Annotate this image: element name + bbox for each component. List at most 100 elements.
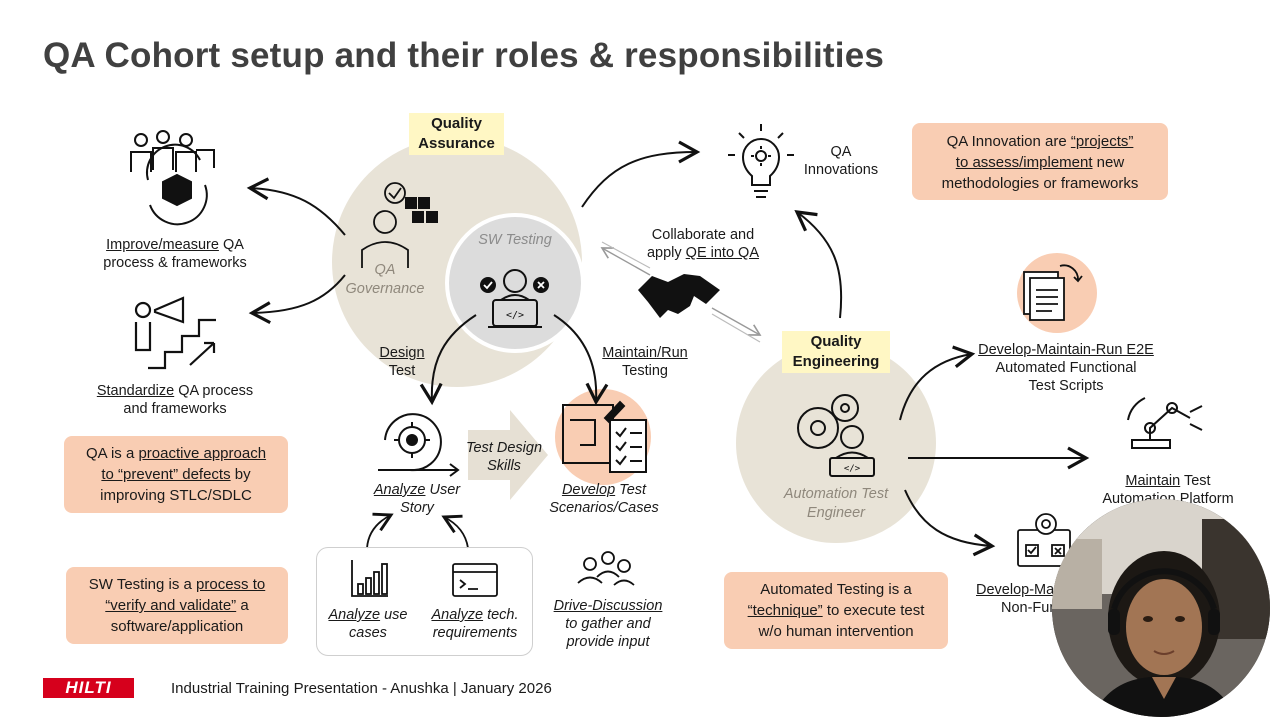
use-cases-line2: cases xyxy=(349,625,387,641)
test-design-skills-arrow xyxy=(468,410,548,500)
box2-underline2: “verify and validate” xyxy=(105,597,237,614)
qe-box-c: w/o human intervention xyxy=(758,623,914,640)
robot-arm-icon xyxy=(1127,397,1203,449)
skills-line1: Test Design xyxy=(465,440,543,456)
webcam-presenter xyxy=(1052,499,1270,717)
box1-text-a: QA is a xyxy=(85,445,139,462)
standardize-label: Standardize QA process and frameworks xyxy=(85,382,265,418)
analyze-story-rest: User xyxy=(425,482,461,498)
qa-governance-line1: QA xyxy=(374,262,396,278)
qe-header-line1: Quality xyxy=(810,333,862,350)
arrow-to-e2e xyxy=(899,345,976,421)
collab-arrow-lower xyxy=(711,307,762,336)
engineer-line2: Engineer xyxy=(806,505,866,521)
qa-header-line2: Assurance xyxy=(418,135,495,152)
drive-line2: to gather and xyxy=(565,616,651,632)
design-test-label: Design Test xyxy=(368,344,436,380)
analysis-inputs-container xyxy=(316,547,533,656)
bar-chart-icon xyxy=(351,560,388,597)
nonfunc-line2: Non-Fun xyxy=(1001,600,1058,616)
e2e-underlined: Develop-Maintain-Run E2E xyxy=(978,342,1154,358)
arrow-qe-to-innovation xyxy=(794,210,843,319)
qa-innovation-box: QA Innovation are “projects” to assess/i… xyxy=(912,123,1168,200)
platform-rest: Test xyxy=(1180,473,1211,489)
arrow-maintain-run xyxy=(553,314,609,406)
collab-arrow-upper xyxy=(600,247,651,276)
discussion-group-icon xyxy=(577,551,635,586)
innovations-line2: Innovations xyxy=(803,162,879,178)
box1-underline2: to “prevent” defects xyxy=(101,466,231,483)
arrow-from-tech xyxy=(441,514,469,549)
documents-icon xyxy=(1023,264,1083,321)
hilti-logo: HILTI xyxy=(43,678,134,698)
improve-measure-label: Improve/measure QA process & frameworks xyxy=(90,236,260,272)
analyze-story-line2: Story xyxy=(400,500,434,516)
skills-line2: Skills xyxy=(487,458,521,474)
design-line2: Test xyxy=(388,363,416,379)
qe-box-underlined: “technique” xyxy=(747,602,823,619)
box2-text-b: a xyxy=(236,597,249,614)
automation-engineer-label: Automation Test Engineer xyxy=(772,485,900,523)
arrow-from-use-cases xyxy=(366,512,394,549)
qa-header: Quality Assurance xyxy=(409,113,504,155)
analyze-user-story-label: Analyze User Story xyxy=(358,481,476,517)
blueprint-checklist-icon xyxy=(562,400,647,473)
webcam-overlay xyxy=(1052,499,1270,717)
develop-rest: Test xyxy=(615,482,647,498)
e2e-scripts-label: Develop-Maintain-Run E2E Automated Funct… xyxy=(970,341,1162,395)
qa-proactive-box: QA is a proactive approach to “prevent” … xyxy=(64,436,288,513)
tech-rest: tech. xyxy=(483,607,519,623)
use-cases-underlined: Analyze xyxy=(328,607,381,623)
gear-cycle-icon xyxy=(378,413,460,477)
nonfunc-underlined: Develop-Ma xyxy=(976,582,1055,598)
use-cases-rest: use xyxy=(380,607,408,623)
team-cycle-icon xyxy=(130,130,215,226)
non-functional-label: Develop-Ma Non-Fun xyxy=(976,581,1072,617)
test-design-skills-label: Test Design Skills xyxy=(460,439,548,475)
collaborate-label: Collaborate and apply QE into QA xyxy=(628,226,778,262)
drive-discussion-label: Drive-Discussion to gather and provide i… xyxy=(540,597,676,651)
maintain-line2: Testing xyxy=(622,363,668,379)
improve-line2: process & frameworks xyxy=(103,255,247,271)
analyze-tech-req-label: Analyze tech. requirements xyxy=(424,606,526,642)
qa-governance-label: QA Governance xyxy=(335,261,435,299)
box1-text-c: improving STLC/SDLC xyxy=(100,487,252,504)
automation-engineer-icon xyxy=(797,394,875,477)
analyze-story-underlined: Analyze xyxy=(373,482,426,498)
innovation-box-a: QA Innovation are xyxy=(946,133,1071,150)
maintain-underlined: Maintain/Run xyxy=(602,345,688,361)
arrow-to-improve xyxy=(246,177,346,236)
innovation-box-c: methodologies or frameworks xyxy=(941,175,1139,192)
stairs-megaphone-icon xyxy=(134,296,216,370)
qa-header-line1: Quality xyxy=(431,115,482,132)
collab-line2-a: apply xyxy=(646,245,686,261)
e2e-line3: Test Scripts xyxy=(1028,378,1104,394)
tech-line2: requirements xyxy=(432,625,518,641)
sw-tester-icon xyxy=(480,269,549,328)
e2e-line2: Automated Functional xyxy=(995,360,1137,376)
innovation-box-b: new xyxy=(1092,154,1125,171)
slide-title: QA Cohort setup and their roles & respon… xyxy=(43,36,885,75)
design-underlined: Design xyxy=(379,345,425,361)
develop-line2: Scenarios/Cases xyxy=(549,500,659,516)
arrow-design-test xyxy=(419,314,477,406)
box1-underline1: proactive approach xyxy=(138,445,267,462)
innovation-box-underline2: to assess/implement xyxy=(955,154,1093,171)
box1-text-b: by xyxy=(230,466,251,483)
qa-governance-line2: Governance xyxy=(345,281,425,297)
drive-underlined: Drive-Discussion xyxy=(553,598,663,614)
qe-box-b: to execute test xyxy=(822,602,925,619)
qa-innovations-label: QA Innovations xyxy=(796,143,886,179)
box2-underline1: process to xyxy=(196,576,266,593)
improve-underlined: Improve/measure xyxy=(106,237,219,253)
standardize-underlined: Standardize xyxy=(96,383,175,399)
sw-testing-label: SW Testing xyxy=(478,232,552,248)
innovations-line1: QA xyxy=(830,144,852,160)
sw-testing-circle xyxy=(445,213,585,353)
tech-underlined: Analyze xyxy=(431,607,484,623)
arrow-to-innovation xyxy=(581,140,701,208)
drive-line3: provide input xyxy=(566,634,650,650)
innovation-box-underline1: “projects” xyxy=(1070,133,1134,150)
box2-text-c: software/application xyxy=(110,618,244,635)
qe-header: Quality Engineering xyxy=(782,331,890,373)
